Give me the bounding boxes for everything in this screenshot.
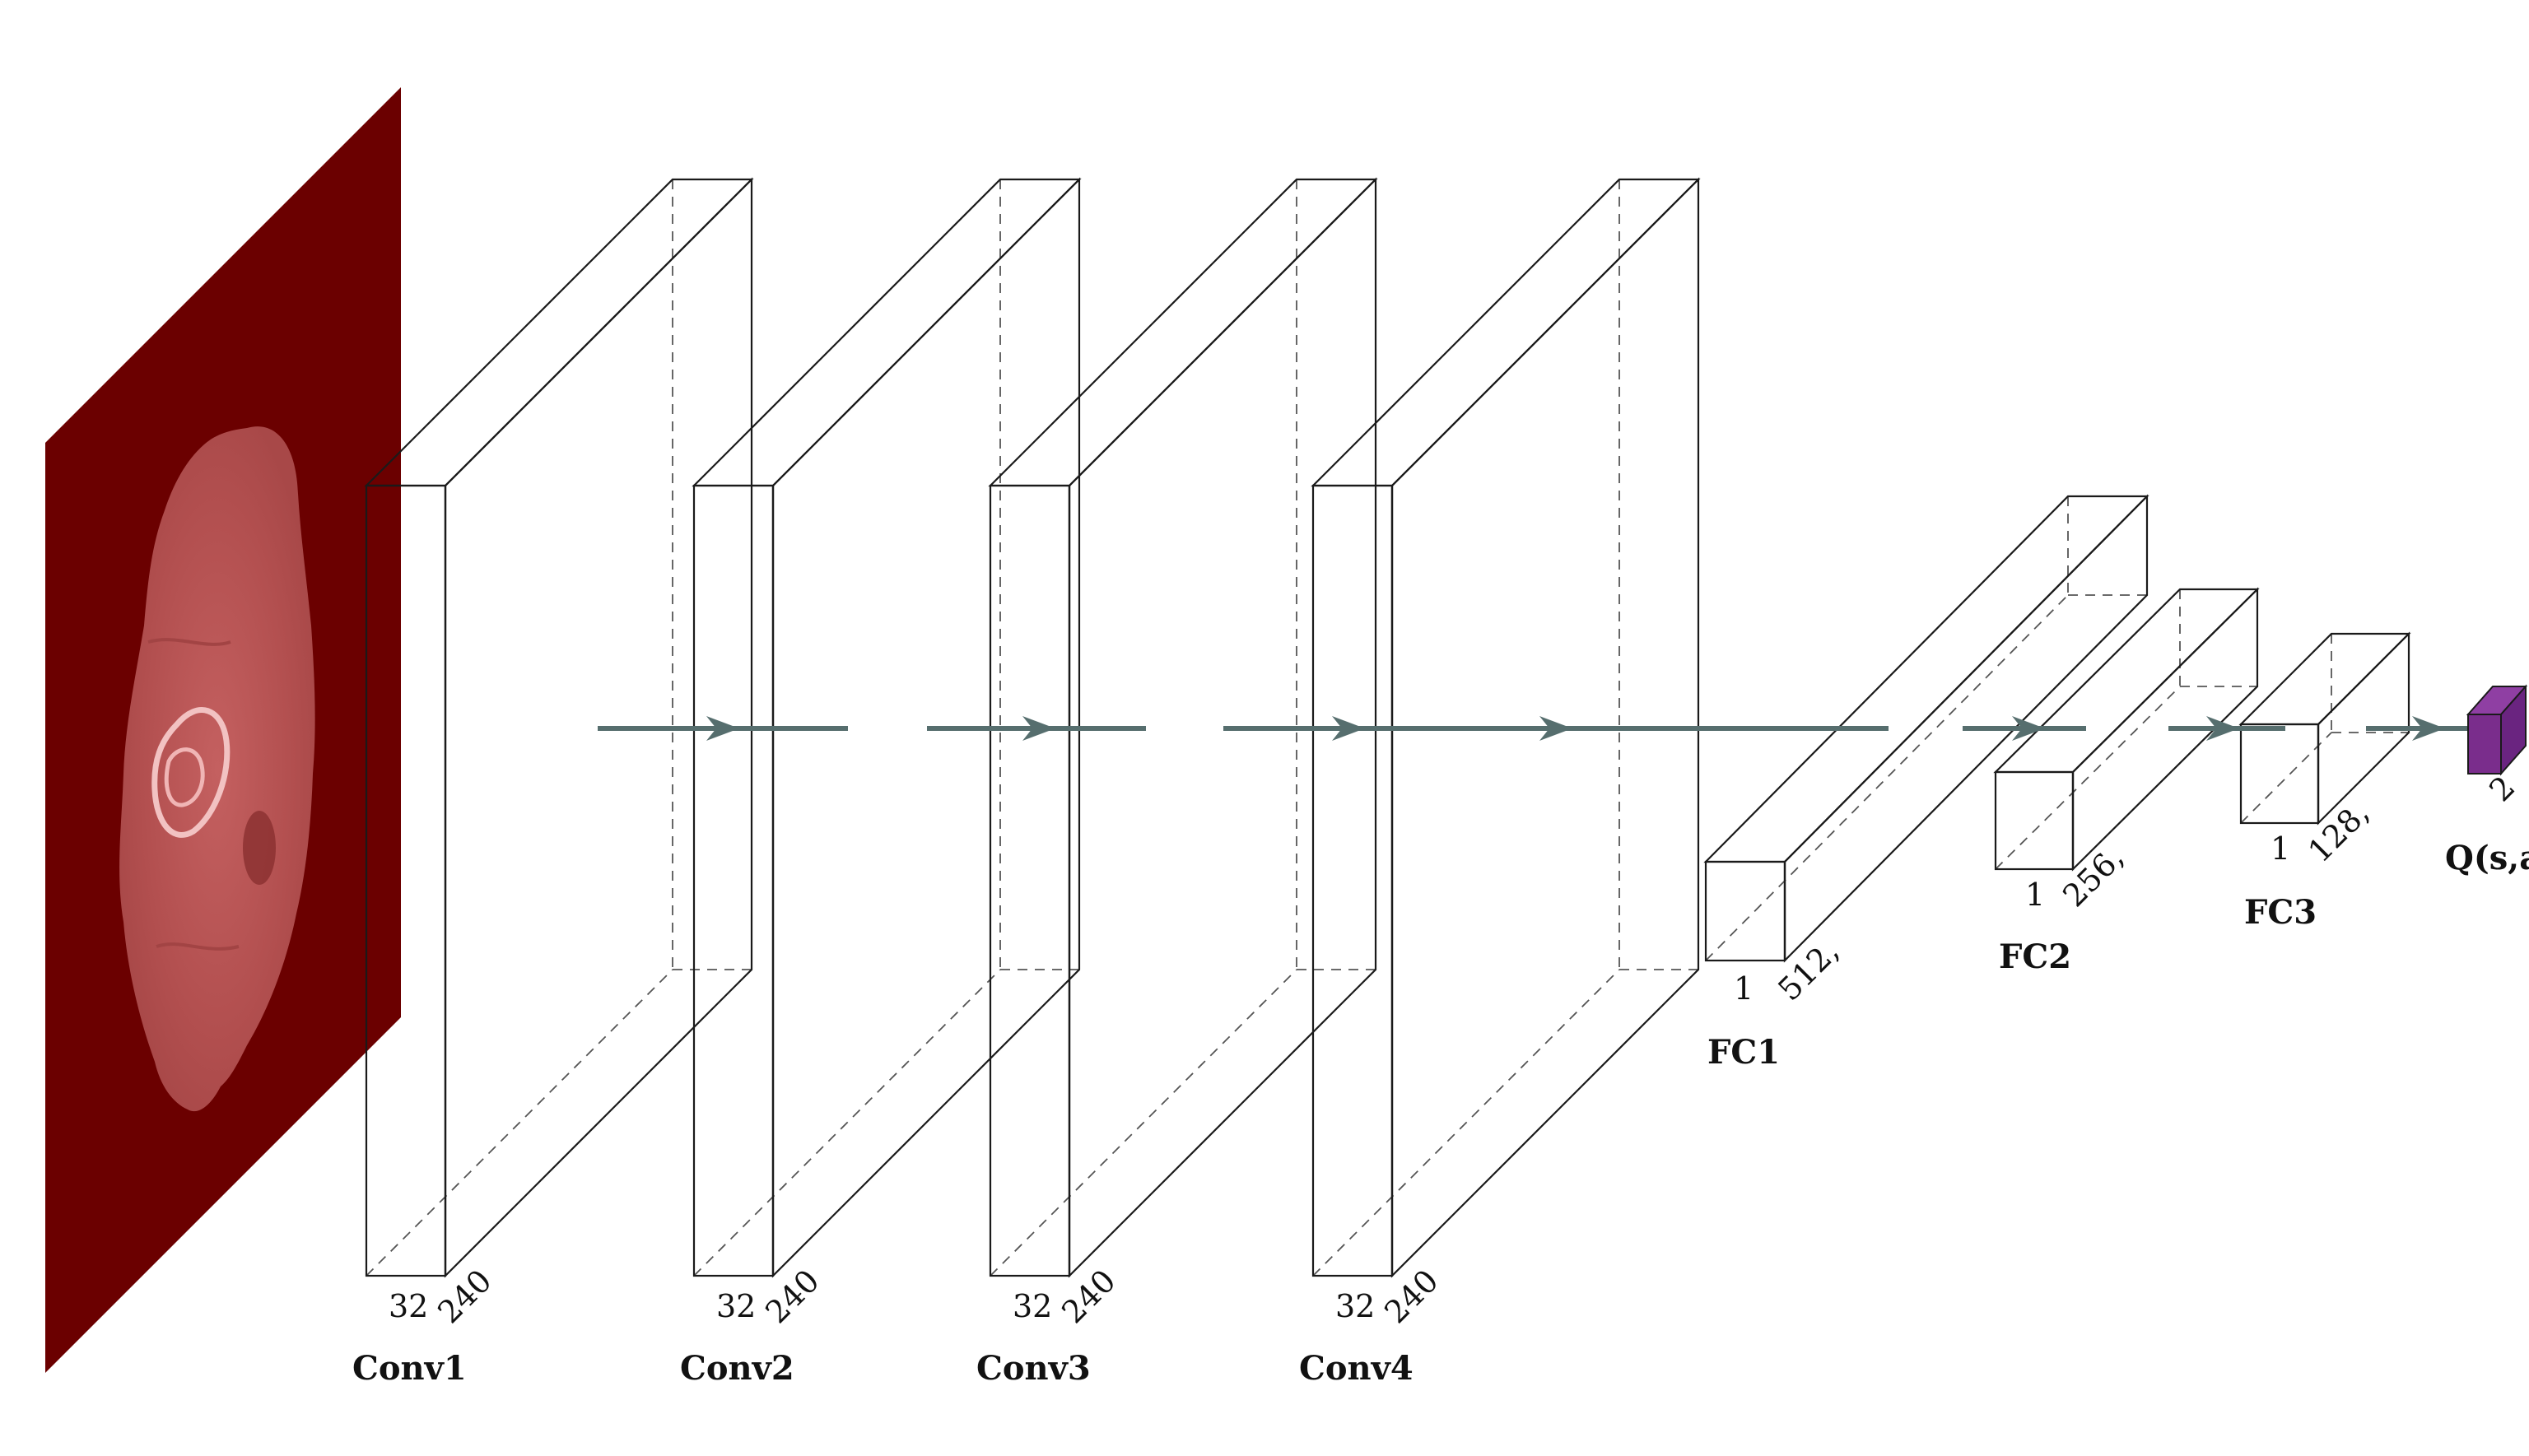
hidden-edge xyxy=(366,969,673,1277)
hidden-edge xyxy=(1312,969,1620,1277)
input-image xyxy=(45,87,401,1373)
fc1-depth-label: 1 xyxy=(1734,970,1754,1007)
brain-detail xyxy=(156,942,240,951)
conv3-size-label: 240 xyxy=(1055,1263,1122,1330)
top-face xyxy=(2238,632,2411,726)
fc2-block xyxy=(1993,587,2260,872)
fc-layers xyxy=(1703,494,2411,963)
fc2-layer-label: FC2 xyxy=(1999,937,2071,976)
top-face xyxy=(1311,178,1701,487)
conv1-block xyxy=(364,177,754,1278)
conv1-depth-label: 32 xyxy=(389,1288,428,1324)
front-face xyxy=(989,484,1071,1277)
output-size-label: 2 xyxy=(2482,769,2522,808)
conv3-block xyxy=(988,177,1378,1278)
front-face xyxy=(2239,723,2320,825)
fc2-size-label: 256, xyxy=(2056,839,2131,914)
brain-detail xyxy=(147,638,231,646)
conv2-block xyxy=(692,177,1082,1278)
hidden-edge xyxy=(1995,686,2181,870)
conv4-depth-label: 32 xyxy=(1335,1288,1375,1324)
fc2-depth-label: 1 xyxy=(2025,877,2045,913)
top-face xyxy=(988,178,1378,487)
conv2-size-label: 240 xyxy=(758,1263,826,1330)
conv1-size-label: 240 xyxy=(431,1263,498,1330)
output-front-face xyxy=(2467,714,2502,775)
hidden-edge xyxy=(1705,594,2069,961)
fc1-layer-label: FC1 xyxy=(1707,1033,1780,1072)
conv2-depth-label: 32 xyxy=(716,1288,756,1324)
conv3-layer-label: Conv3 xyxy=(976,1349,1091,1388)
labels: 32 240 Conv1 32 240 Conv2 32 240 Conv3 3… xyxy=(352,769,2529,1388)
conv4-size-label: 240 xyxy=(1377,1263,1445,1330)
conv-layers xyxy=(364,177,1701,1278)
output-cube xyxy=(2466,684,2528,776)
front-face xyxy=(1704,860,1786,962)
brain-scan-image xyxy=(119,426,315,1112)
fc1-size-label: 512, xyxy=(1771,933,1846,1007)
top-face xyxy=(364,178,754,487)
hidden-edge xyxy=(693,969,1001,1277)
fc1-block xyxy=(1703,494,2149,963)
conv4-layer-label: Conv4 xyxy=(1299,1349,1414,1388)
front-face xyxy=(1311,484,1394,1277)
fc3-block xyxy=(2238,631,2411,826)
hidden-edge xyxy=(2240,732,2332,824)
conv2-layer-label: Conv2 xyxy=(680,1349,794,1388)
conv3-depth-label: 32 xyxy=(1013,1288,1052,1324)
brain-lesion-inner xyxy=(164,747,205,807)
fc3-layer-label: FC3 xyxy=(2244,893,2317,932)
front-face xyxy=(692,484,775,1277)
brain-dark-region xyxy=(243,811,276,885)
hidden-edge xyxy=(990,969,1297,1277)
conv1-layer-label: Conv1 xyxy=(352,1349,467,1388)
brain-lesion xyxy=(151,707,231,838)
conv4-block xyxy=(1311,177,1701,1278)
top-face xyxy=(1703,495,2149,863)
output-layer-label: Q(s,a) xyxy=(2445,839,2529,877)
fc3-depth-label: 1 xyxy=(2271,830,2290,867)
fc3-size-label: 128, xyxy=(2301,794,2376,869)
front-face xyxy=(1994,770,2075,871)
